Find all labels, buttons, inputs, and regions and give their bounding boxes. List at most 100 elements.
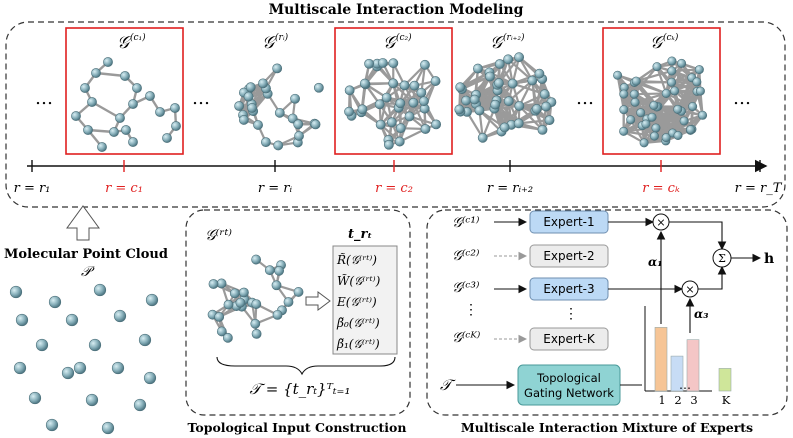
atom-node (469, 94, 480, 105)
cloud-point (113, 309, 127, 323)
graph-label-c1: 𝒢 (c₁) (117, 32, 146, 53)
feature-vector-box (332, 245, 398, 355)
atom-node (109, 127, 119, 137)
svg-text:(rᵢ₊₂): (rᵢ₊₂) (503, 32, 525, 43)
graph-c2 (344, 58, 442, 150)
atom-node (474, 105, 485, 116)
highlight-box-ck (602, 27, 721, 155)
atom-node (630, 97, 640, 107)
cloud-point (28, 391, 42, 405)
atom-node (477, 132, 488, 143)
atom-node (155, 107, 165, 117)
atom-node (283, 297, 294, 307)
svg-text:(cₖ): (cₖ) (663, 32, 679, 43)
input-arrow-icon (305, 291, 331, 311)
cloud-point (15, 313, 29, 327)
atom-node (115, 113, 125, 123)
cloud-point (138, 333, 152, 347)
atom-node (420, 124, 431, 134)
atom-node (251, 299, 262, 309)
input-panel-border (185, 209, 411, 416)
atom-node (364, 58, 374, 69)
atom-node (97, 142, 107, 152)
atom-node (71, 111, 81, 121)
graph-edge (676, 81, 698, 110)
atom-node (290, 93, 300, 104)
ellipsis-4: … (733, 88, 751, 109)
graph-edge (656, 65, 676, 92)
expert-3-label: Expert-3 (543, 282, 594, 296)
expert-1-label: Expert-1 (543, 215, 594, 229)
underbrace (216, 356, 396, 376)
svg-text:(rᵢ): (rᵢ) (275, 32, 289, 43)
atom-node (661, 133, 671, 143)
atom-node (619, 126, 629, 136)
atom-node (494, 59, 505, 69)
graph-ri (234, 63, 324, 151)
expert-2-label: Expert-2 (543, 249, 594, 263)
input-vector-label: t_rₜ (348, 227, 372, 242)
atom-node (271, 280, 282, 291)
atom-node (686, 125, 696, 135)
svg-text:𝒢: 𝒢 (650, 33, 665, 53)
cloud-point (65, 313, 79, 327)
multiply-icon-3: × (685, 283, 694, 296)
sum-icon: Σ (718, 252, 726, 265)
moe-input-3: 𝒢⁽ᶜ³⁾ (452, 280, 480, 296)
cloud-point (101, 421, 115, 435)
atom-node (272, 63, 283, 74)
atom-node (641, 119, 651, 129)
atom-node (649, 100, 659, 110)
weight-bar-4 (718, 368, 732, 392)
atom-node (431, 119, 442, 130)
cloud-point (48, 295, 62, 309)
atom-node (430, 76, 441, 86)
axis-label-c1: r = c₁ (105, 181, 143, 196)
atom-node (494, 78, 504, 88)
multiply-icon-1: × (656, 216, 665, 229)
cloud-symbol: 𝒫 (81, 264, 95, 280)
atom-node (539, 89, 550, 100)
cloud-point (13, 361, 27, 375)
graph-edge (459, 75, 491, 89)
ellipsis-3: … (576, 88, 594, 109)
graph-edge (673, 68, 701, 92)
atom-node (381, 92, 392, 103)
point-cloud (9, 283, 159, 435)
graph-edge (635, 69, 673, 83)
atom-node (404, 111, 415, 122)
svg-text:(c₂): (c₂) (396, 32, 412, 43)
atom-node (344, 85, 355, 96)
atom-node (357, 104, 368, 115)
moe-input-k: 𝒢⁽ᶜᴷ⁾ (452, 330, 481, 346)
bar-ellipsis: … (679, 378, 691, 392)
atom-node (503, 54, 514, 65)
atom-node (121, 125, 131, 135)
bar-tick-2: 2 (674, 393, 681, 407)
atom-node (120, 71, 130, 81)
atom-node (208, 279, 219, 289)
atom-node (216, 326, 227, 337)
atom-node (619, 105, 629, 115)
feature-R: R̃(𝒢⁽ʳᵗ⁾) (336, 252, 377, 267)
atom-node (251, 254, 262, 265)
atom-node (264, 265, 275, 276)
top-panel-border (5, 21, 786, 208)
atom-node (83, 125, 93, 135)
expert-vdots: ⋮ (564, 306, 578, 322)
svg-text:𝒢: 𝒢 (383, 33, 398, 53)
cloud-title: Molecular Point Cloud (4, 247, 168, 262)
atom-node (243, 91, 254, 102)
atom-node (679, 116, 689, 126)
graph-edge (623, 126, 657, 133)
atom-node (239, 287, 249, 298)
moe-input-1: 𝒢⁽ᶜ¹⁾ (452, 215, 480, 231)
atom-node (673, 104, 683, 114)
feature-beta1: β̃₁(𝒢⁽ʳᵗ⁾) (336, 337, 380, 351)
top-title: Multiscale Interaction Modeling (269, 2, 524, 18)
atom-node (145, 91, 155, 101)
axis-label-ri: r = rᵢ (258, 181, 293, 196)
graph-label-ri2: 𝒢 (rᵢ₊₂) (490, 32, 525, 53)
moe-title: Multiscale Interaction Mixture of Expert… (461, 420, 753, 435)
atom-node (235, 297, 246, 308)
